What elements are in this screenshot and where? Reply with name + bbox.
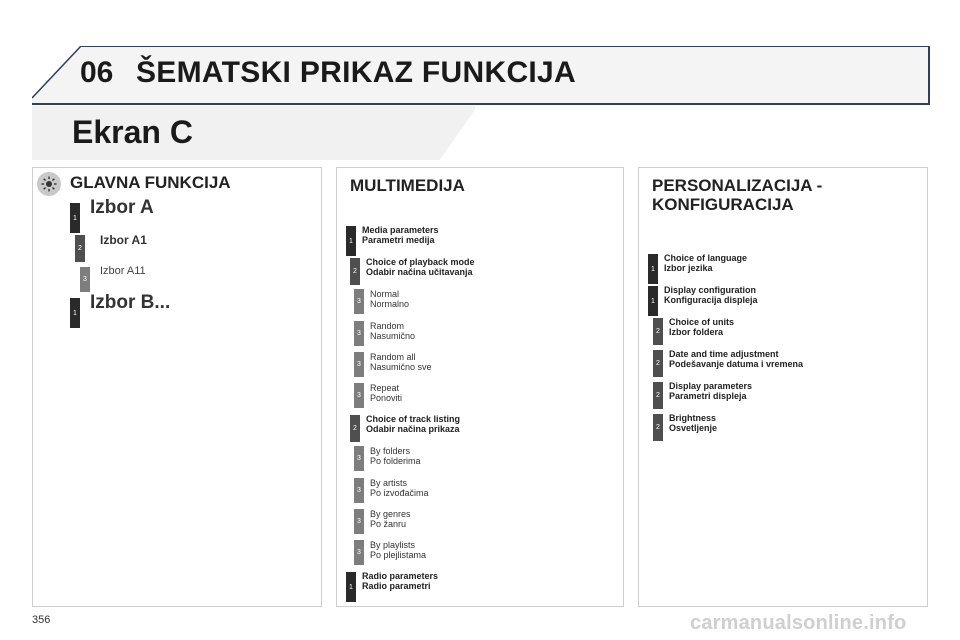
subtitle-band	[32, 106, 475, 160]
level-marker: 3	[354, 540, 364, 565]
level-marker: 2	[653, 414, 663, 441]
menu-item-label-en: Media parameters	[362, 225, 439, 235]
menu-item-label-local: Parametri displeja	[669, 391, 747, 401]
menu-item-label-local: Po folderima	[370, 456, 421, 466]
menu-item-label-local: Normalno	[370, 299, 410, 309]
level-marker: 3	[354, 352, 364, 377]
menu-item-label-en: Choice of playback mode	[366, 257, 475, 267]
chapter-number: 06	[80, 56, 114, 89]
page-subtitle: Ekran C	[72, 114, 193, 150]
settings-sun-icon	[37, 172, 61, 196]
level-marker: 3	[80, 267, 90, 292]
menu-item-izbor-a: Izbor A	[90, 197, 154, 218]
menu-item-label-en: Date and time adjustment	[669, 349, 779, 359]
menu-item-label-en: Choice of units	[669, 317, 734, 327]
level-marker: 3	[354, 478, 364, 503]
level-marker: 2	[350, 258, 360, 285]
menu-item-izbor-a1: Izbor A1	[100, 233, 147, 247]
level-marker: 1	[70, 298, 80, 328]
menu-item-label-en: Normal	[370, 289, 400, 299]
watermark: carmanualsonline.info	[690, 612, 907, 634]
menu-item-label-local: Po žanru	[370, 519, 407, 529]
level-marker: 2	[75, 235, 85, 262]
level-marker: 1	[346, 226, 356, 256]
chapter-title: ŠEMATSKI PRIKAZ FUNKCIJA	[136, 56, 576, 89]
menu-item-label-local: Po plejlistama	[370, 550, 427, 560]
menu-item-label-local: Nasumično sve	[370, 362, 432, 372]
panel-title-main: GLAVNA FUNKCIJA	[70, 173, 231, 192]
panel-personalization	[638, 167, 928, 607]
menu-item-label-local: Nasumično	[370, 331, 416, 341]
menu-item-label-local: Odabir načina prikaza	[366, 424, 460, 434]
menu-item-label-en: By folders	[370, 446, 411, 456]
menu-item-label-en: By artists	[370, 478, 408, 488]
menu-item-label-local: Radio parametri	[362, 581, 431, 591]
level-marker: 1	[648, 286, 658, 316]
level-marker: 3	[354, 446, 364, 471]
level-marker: 1	[648, 254, 658, 284]
panel-title-personalization: PERSONALIZACIJA - KONFIGURACIJA	[652, 176, 822, 214]
menu-item-label-local: Osvetljenje	[669, 423, 718, 433]
panel-title-line1: PERSONALIZACIJA -	[652, 176, 823, 195]
panel-title-multimedia: MULTIMEDIJA	[350, 176, 465, 195]
menu-item-label-en: Radio parameters	[362, 571, 439, 581]
page-number: 356	[32, 614, 51, 626]
chapter-header	[32, 46, 930, 105]
menu-item-label-local: Ponoviti	[370, 393, 403, 403]
level-marker: 1	[346, 572, 356, 602]
menu-item-label-en: Display parameters	[669, 381, 753, 391]
level-marker: 3	[354, 509, 364, 534]
level-marker: 3	[354, 289, 364, 314]
menu-item-label-local: Izbor jezika	[664, 263, 713, 273]
menu-item-label-local: Izbor foldera	[669, 327, 724, 337]
menu-item-label-en: Repeat	[370, 383, 400, 393]
menu-item-label-local: Parametri medija	[362, 235, 435, 245]
level-marker: 2	[653, 382, 663, 409]
menu-item-label-en: Choice of language	[664, 253, 748, 263]
level-marker: 3	[354, 321, 364, 346]
level-marker: 2	[653, 318, 663, 345]
level-marker: 2	[350, 415, 360, 442]
panel-multimedia	[336, 167, 624, 607]
menu-item-label-en: Random	[370, 321, 405, 331]
menu-item-label-en: Brightness	[669, 413, 717, 423]
panel-main-function	[32, 167, 322, 607]
level-marker: 3	[354, 383, 364, 408]
menu-item-label-en: By genres	[370, 509, 411, 519]
menu-item-izbor-a11: Izbor A11	[100, 265, 146, 277]
menu-item-label-en: Random all	[370, 352, 416, 362]
menu-item-label-en: Choice of track listing	[366, 414, 461, 424]
menu-item-label-local: Konfiguracija displeja	[664, 295, 758, 305]
menu-item-izbor-b: Izbor B...	[90, 292, 171, 313]
level-marker: 1	[70, 203, 80, 233]
menu-item-label-en: Display configuration	[664, 285, 757, 295]
menu-item-label-local: Odabir načina učitavanja	[366, 267, 473, 277]
menu-item-label-en: By playlists	[370, 540, 416, 550]
level-marker: 2	[653, 350, 663, 377]
menu-item-label-local: Po izvođačima	[370, 488, 429, 498]
menu-item-label-local: Podešavanje datuma i vremena	[669, 359, 804, 369]
panel-title-line2: KONFIGURACIJA	[652, 195, 794, 214]
